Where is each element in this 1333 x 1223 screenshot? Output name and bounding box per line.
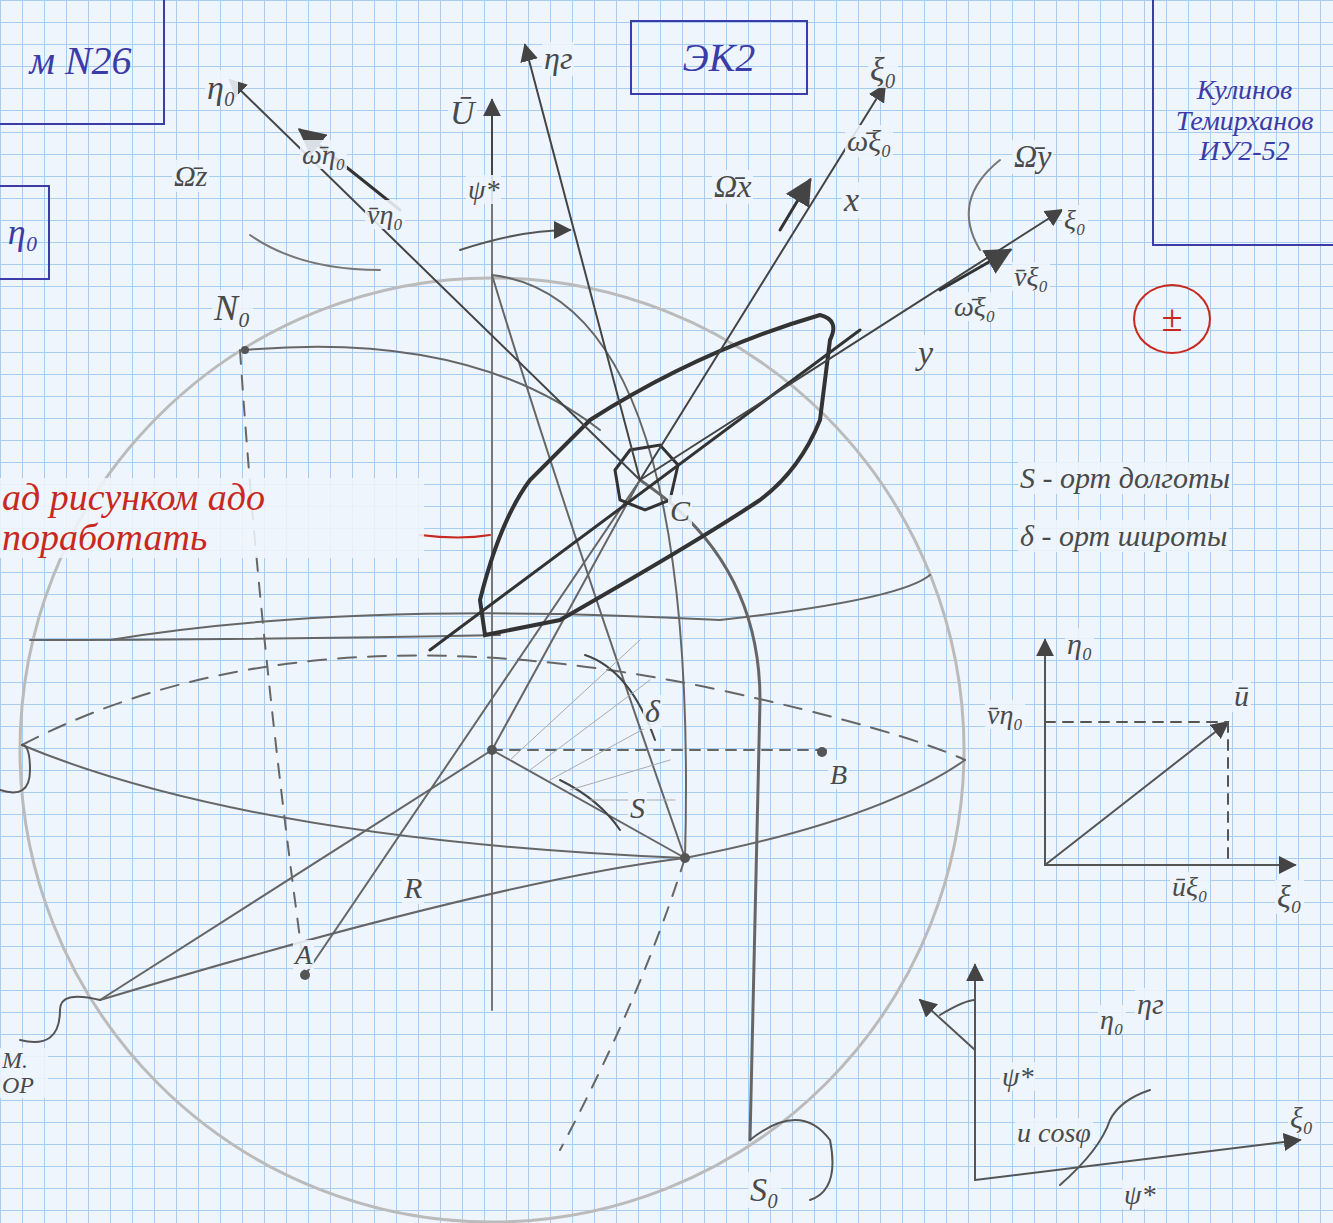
symbol-label: ξ₀	[1062, 205, 1088, 234]
pencil-stroke	[940, 250, 1010, 290]
pencil-stroke	[300, 970, 310, 980]
pencil-stroke	[100, 858, 685, 1000]
symbol-label: B	[828, 760, 849, 789]
pencil-stroke	[241, 346, 827, 980]
symbol-label: ψ*	[466, 175, 501, 204]
pencil-stroke	[969, 160, 1000, 250]
symbol-label: η₀	[1065, 628, 1094, 660]
symbol-label: ηг	[1135, 988, 1166, 1020]
pencil-stroke	[560, 780, 620, 830]
symbol-label: R	[402, 872, 424, 904]
symbol-label: ūξ₀	[1170, 872, 1210, 901]
symbol-label: η₀	[1098, 1005, 1126, 1034]
pencil-stroke	[100, 750, 492, 1000]
title-box: ЭК2	[630, 20, 808, 95]
symbol-label: Ū	[448, 95, 477, 131]
symbol-label: N₀	[212, 290, 253, 328]
symbol-label: C	[668, 495, 692, 527]
symbol-label: η₀	[205, 70, 238, 106]
symbol-label: v̄ξ₀	[1012, 262, 1050, 291]
pencil-stroke	[550, 720, 660, 780]
pencil-stroke	[817, 747, 827, 757]
pencil-stroke	[680, 853, 690, 863]
symbol-label: v̄η₀	[985, 700, 1025, 729]
box-text: ±	[1162, 298, 1183, 340]
pencil-stroke	[241, 346, 249, 354]
symbol-label: x	[842, 182, 861, 218]
pencil-stroke	[22, 656, 965, 760]
pencil-stroke	[250, 235, 380, 270]
symbol-label: ψ*	[1122, 1180, 1157, 1209]
pencil-stroke	[0, 45, 1300, 1222]
pencil-stroke	[780, 180, 810, 230]
symbol-label: δ	[643, 695, 662, 729]
pencil-stroke	[570, 760, 670, 790]
symbol-label: v̄η₀	[365, 200, 405, 229]
pencil-stroke	[560, 858, 685, 1150]
pencil-stroke	[1227, 722, 1229, 865]
symbol-label: ω̄η₀	[300, 140, 347, 169]
pencil-stroke	[530, 680, 650, 770]
symbol-label: A	[293, 940, 314, 969]
pencil-stroke	[920, 1000, 975, 1050]
symbol-label: ω̄ξ₀	[952, 292, 998, 321]
pencil-stroke	[240, 350, 305, 975]
pencil-stroke	[492, 275, 686, 858]
symbol-label: М. ОР	[0, 1048, 48, 1098]
pencil-stroke	[1044, 640, 1046, 865]
box-text: ЭК2	[683, 36, 756, 80]
grade-circle: ±	[1133, 284, 1211, 354]
symbol-label: Ω̄z	[172, 160, 209, 192]
pencil-stroke	[525, 45, 640, 480]
pencil-stroke	[510, 640, 675, 800]
symbol-label: u cosφ	[1015, 1118, 1093, 1147]
pencil-stroke	[487, 745, 497, 755]
symbol-label: ψ*	[1000, 1062, 1035, 1091]
box-text: Кулинов Темирханов ИУ2-52	[1160, 75, 1329, 167]
box-text: η₀	[8, 213, 38, 253]
symbol-label: ω̄ξ₀	[845, 125, 893, 157]
pencil-stroke	[0, 745, 30, 793]
pencil-stroke	[492, 749, 830, 751]
pencil-stroke	[1045, 721, 1228, 723]
pencil-stroke	[640, 480, 760, 1140]
symbol-label: y	[916, 335, 935, 371]
symbol-label: ηг	[542, 42, 574, 76]
symbol-box: η₀	[0, 185, 50, 280]
pencil-stroke	[492, 750, 685, 858]
pencil-stroke	[430, 330, 860, 650]
symbol-label: δ - орт широты	[1018, 520, 1229, 552]
review-note: ад рисунком адо поработать	[0, 478, 424, 558]
pencil-stroke	[300, 130, 400, 210]
symbol-label: S₀	[748, 1172, 781, 1208]
symbol-label: S - орт долготы	[1018, 462, 1232, 494]
pencil-stroke	[640, 210, 1062, 480]
pencil-stroke	[420, 535, 490, 538]
pencil-stroke	[460, 230, 570, 250]
author-box: Кулинов Темирханов ИУ2-52	[1152, 0, 1333, 246]
box-text: м N26	[29, 39, 131, 83]
symbol-label: Ω̄x	[712, 170, 753, 204]
title-box: м N26	[0, 0, 165, 125]
symbol-label: Ω̄y	[1012, 140, 1053, 174]
pencil-stroke	[940, 1000, 975, 1015]
pencil-stroke	[1045, 722, 1228, 865]
pencil-stroke	[22, 745, 965, 858]
symbol-label: ξ₀	[868, 52, 898, 88]
pencil-stroke	[974, 965, 976, 1180]
pencil-stroke	[480, 315, 833, 635]
symbol-label: ξ₀	[1275, 880, 1304, 914]
pencil-stroke	[1045, 864, 1295, 866]
pencil-stroke	[20, 997, 100, 1042]
symbol-label: S	[628, 792, 647, 824]
pencil-stroke	[230, 80, 640, 480]
symbol-label: ξ₀	[1288, 1102, 1315, 1134]
symbol-label: ū	[1232, 680, 1251, 712]
